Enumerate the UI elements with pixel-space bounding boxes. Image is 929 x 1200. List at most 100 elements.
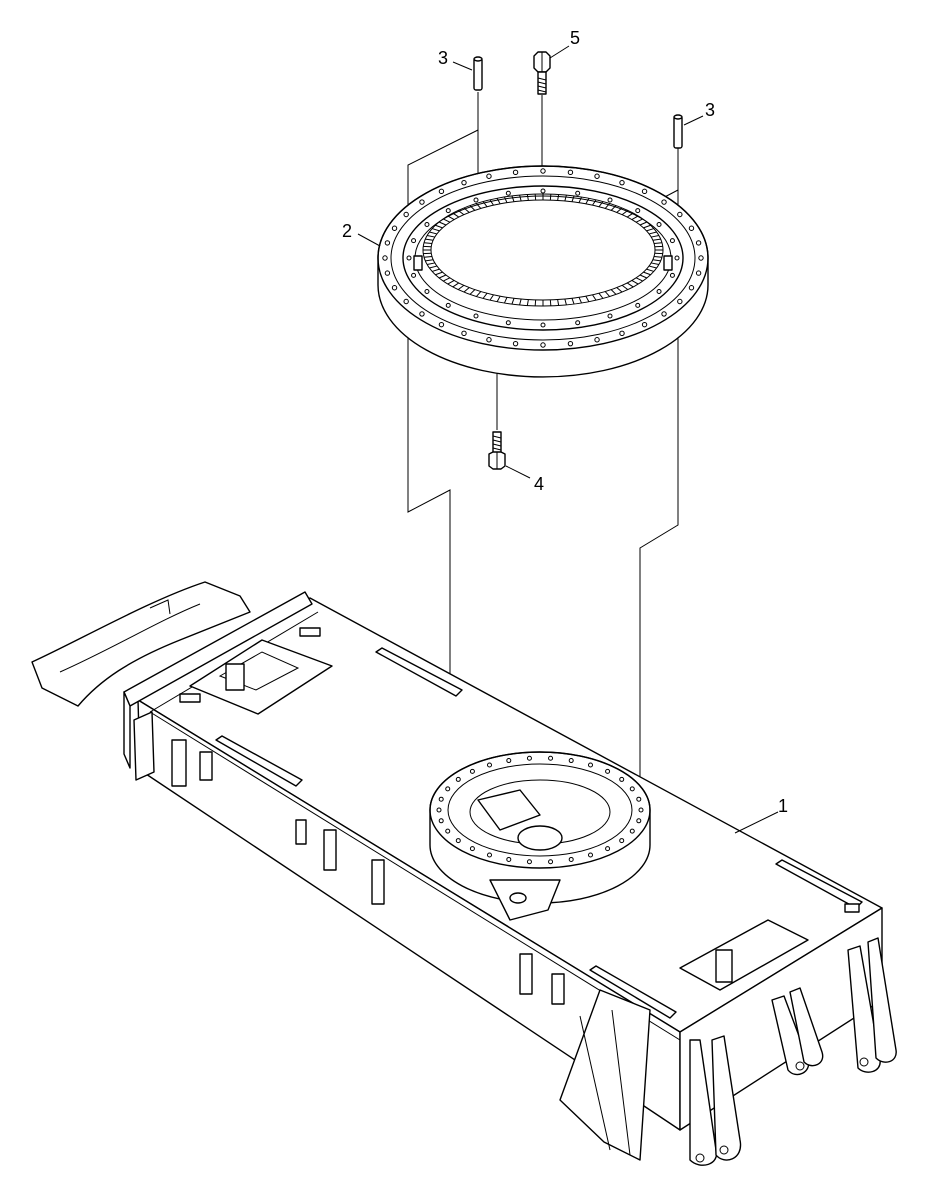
bolt-hole [469, 846, 475, 852]
bolt-hole [688, 285, 695, 291]
gear-tooth [452, 212, 460, 218]
bolt-hole [636, 818, 642, 824]
bolt-hole [505, 320, 511, 326]
gear-tooth [503, 297, 508, 304]
bolt-hole [438, 818, 444, 824]
gear-tooth [496, 295, 501, 302]
gear-tooth [598, 201, 604, 208]
bolt-hole [575, 190, 581, 196]
gear-tooth [457, 210, 465, 216]
bolt-hole [506, 856, 512, 862]
bolt-hole [567, 169, 574, 176]
gear-tooth [646, 228, 655, 232]
bolt-hole [455, 776, 461, 782]
gear-tooth [631, 215, 639, 220]
upper-frame [31, 581, 897, 1166]
bolt-hole [669, 238, 675, 244]
bolt-hole [619, 179, 625, 186]
gear-tooth [571, 195, 575, 202]
bolt-hole [512, 340, 519, 347]
bolt-hole [436, 807, 442, 813]
bolt-hole [403, 211, 409, 218]
gear-tooth [621, 284, 629, 290]
bolt-hole [384, 270, 391, 276]
gear-tooth [489, 199, 494, 206]
bolt-hole [661, 199, 667, 205]
bolt-hole [455, 838, 461, 844]
bolt-hole [461, 179, 467, 186]
bolt-hole [568, 856, 574, 862]
gear-tooth [426, 262, 435, 265]
bolt-hole [619, 330, 625, 337]
gear-tooth [651, 235, 660, 238]
bolt-hole [695, 270, 702, 276]
bolt-hole [438, 321, 445, 328]
bolt-hole [641, 188, 648, 195]
callout-part5: 5 [570, 28, 580, 48]
bolt-hole [540, 168, 546, 174]
bolt-hole [419, 199, 425, 205]
hex-bolt-lower [488, 431, 506, 470]
gear-tooth [549, 194, 552, 201]
gear-tooth [447, 215, 455, 220]
bolt-hole [438, 796, 444, 802]
bolt-hole [512, 169, 519, 176]
gear-tooth [435, 224, 443, 229]
bolt-hole [445, 208, 451, 214]
gear-tooth [610, 289, 617, 295]
gear-tooth [648, 231, 657, 235]
hex-bolt-upper [533, 51, 551, 95]
bolt-hole [486, 337, 492, 343]
bolt-hole [636, 796, 642, 802]
gear-tooth [626, 212, 634, 218]
bolt-hole [419, 311, 425, 317]
bolt-hole [487, 852, 492, 858]
dowel-pin-right [673, 114, 683, 149]
gear-tooth [475, 291, 482, 297]
bolt-hole [635, 302, 641, 308]
bolt-hole [638, 807, 644, 813]
bolt-hole [391, 285, 398, 291]
bolt-hole [677, 298, 683, 305]
bolt-hole [588, 852, 593, 858]
gear-tooth [653, 242, 663, 244]
bolt-hole [594, 173, 600, 179]
gear-tooth [571, 298, 575, 305]
gear-tooth [598, 292, 604, 299]
bolt-hole [629, 786, 635, 792]
gear-tooth [621, 210, 629, 216]
frame-mount-holes [436, 755, 644, 865]
callout-part3-left: 3 [438, 48, 448, 68]
ring-mounting-holes [382, 168, 704, 348]
bolt-hole [607, 313, 613, 319]
gear-tooth [652, 238, 661, 241]
gear-tooth [425, 238, 434, 241]
gear-tooth [469, 289, 476, 295]
gear-tooth [643, 224, 651, 229]
bolt-hole [382, 255, 388, 261]
gear-tooth [526, 299, 529, 306]
bolt-hole [695, 240, 702, 246]
gear-tooth [442, 218, 451, 223]
gear-tooth [592, 294, 597, 301]
gear-tooth [631, 280, 639, 285]
bolt-hole [635, 208, 641, 214]
bolt-hole [391, 225, 398, 231]
bolt-hole [607, 197, 613, 203]
gear-tooth [431, 268, 440, 272]
bolt-hole [698, 255, 704, 261]
gear-tooth [648, 265, 657, 269]
gear-tooth [639, 221, 648, 226]
gear-tooth [511, 298, 515, 305]
gear-tooth [526, 194, 529, 201]
gear-tooth [534, 194, 537, 201]
gear-tooth [429, 231, 438, 235]
gear-tooth [496, 198, 501, 205]
gear-tooth [578, 297, 583, 304]
bolt-hole [656, 289, 662, 294]
gear-tooth [442, 277, 451, 282]
bolt-hole [411, 272, 417, 278]
gear-tooth [651, 262, 660, 265]
bolt-hole [619, 838, 625, 844]
